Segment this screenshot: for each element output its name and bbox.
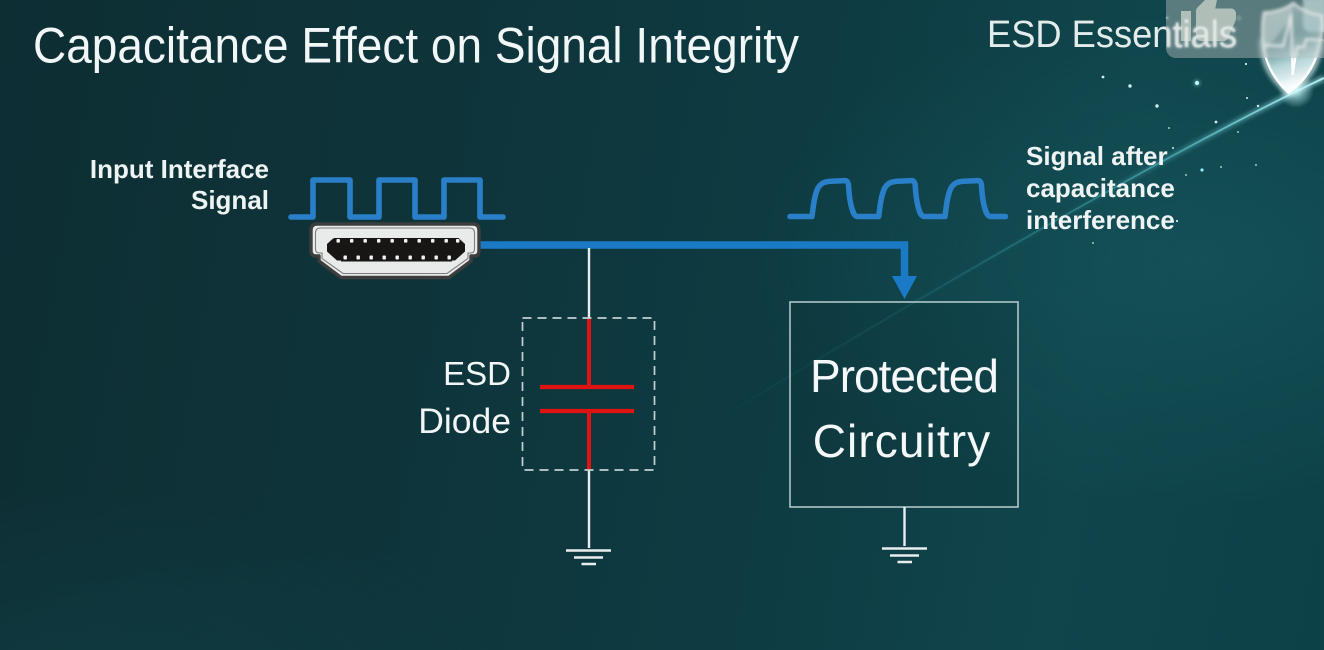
svg-text:ESD Essentials: ESD Essentials: [987, 14, 1237, 56]
svg-text:Protected: Protected: [810, 350, 998, 402]
svg-text:Diode: Diode: [418, 401, 511, 441]
svg-text:ESD: ESD: [443, 355, 511, 392]
svg-text:Signal: Signal: [191, 185, 269, 215]
svg-text:capacitance: capacitance: [1026, 173, 1175, 203]
svg-text:Input Interface: Input Interface: [90, 154, 269, 184]
svg-text:interference: interference: [1026, 205, 1175, 235]
svg-text:Circuitry: Circuitry: [813, 415, 992, 467]
svg-text:Signal after: Signal after: [1026, 141, 1168, 171]
svg-text:Capacitance Effect on Signal I: Capacitance Effect on Signal Integrity: [33, 18, 799, 74]
